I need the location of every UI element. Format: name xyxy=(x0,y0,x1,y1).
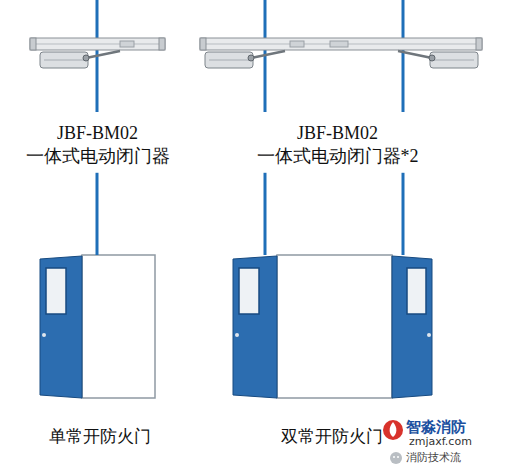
door-caption: 单常开防火门 xyxy=(35,425,165,447)
feed-lines xyxy=(97,0,403,112)
door-single xyxy=(40,255,155,398)
closer-label: JBF-BM02 一体式电动闭门器*2 xyxy=(190,38,485,173)
closer-double xyxy=(200,38,482,68)
door-box: 单常开防火门 xyxy=(30,255,170,451)
watermark: zmjaxf.com xyxy=(409,435,472,448)
door-double xyxy=(233,255,432,398)
device-label: JBF-BM02 一体式电动闭门器 xyxy=(23,122,173,169)
closer-label: JBF-BM02 一体式电动闭门器 xyxy=(20,38,175,173)
door-caption: 双常开防火门 xyxy=(267,425,397,447)
signal-line xyxy=(264,173,267,255)
signal-line xyxy=(96,173,99,255)
watermark-logo xyxy=(383,420,403,464)
closer-single xyxy=(30,38,165,68)
watermark: 消防技术流 xyxy=(406,450,461,465)
watermark: 智淼消防 xyxy=(406,418,466,437)
device-label: JBF-BM02 一体式电动闭门器*2 xyxy=(252,122,424,169)
signal-line xyxy=(402,173,405,255)
